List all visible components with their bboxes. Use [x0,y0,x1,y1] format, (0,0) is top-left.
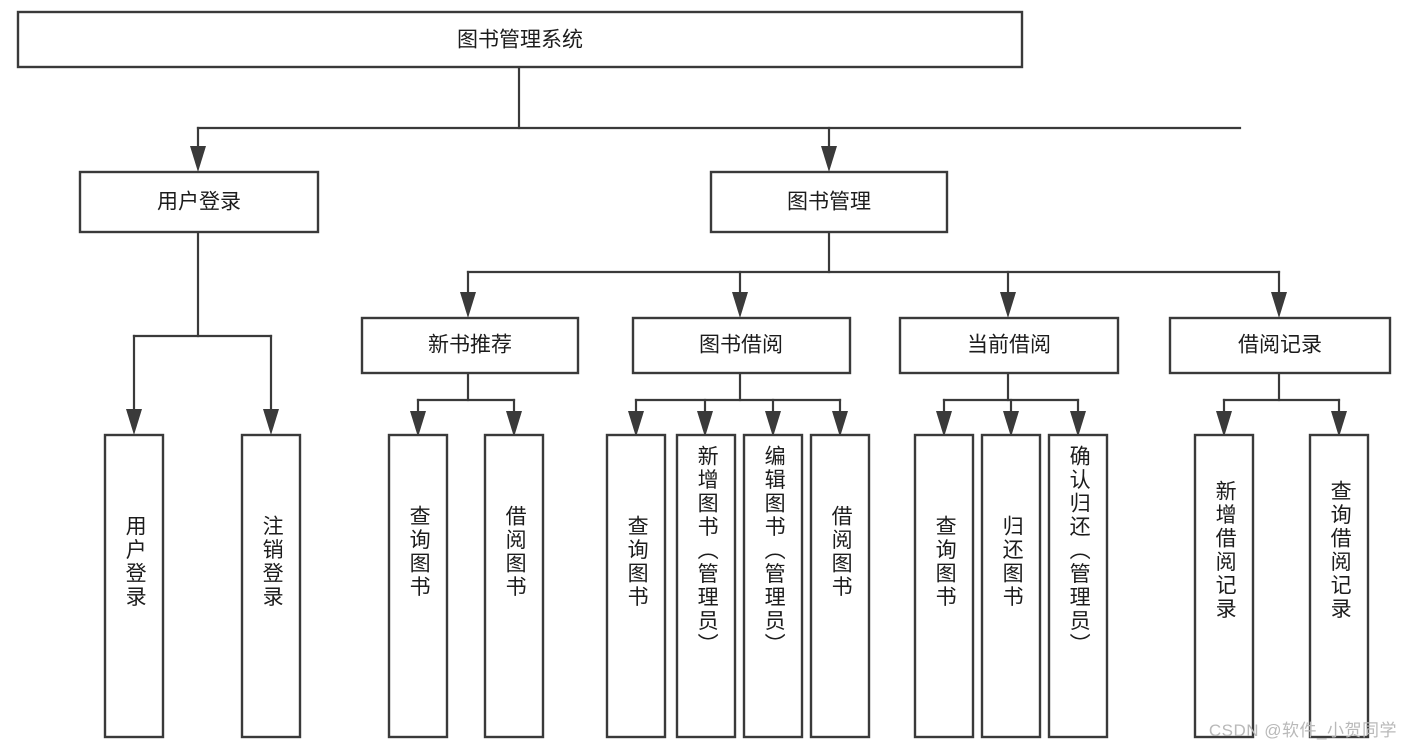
node-leaf-return-book[interactable] [980,433,1042,739]
edge-root-to-user-login [190,126,206,172]
node-root[interactable]: 图书管理系统 [16,10,1024,69]
edge-current-borrow-stem [936,370,1086,437]
node-book-borrow[interactable]: 图书借阅 [631,316,852,375]
node-borrow-record-label: 借阅记录 [1238,334,1322,357]
node-book-management-label: 图书管理 [787,191,871,214]
node-leaf-user-login[interactable] [103,433,165,739]
node-leaf-query-book-1[interactable] [387,433,449,739]
node-leaf-add-book[interactable] [675,433,737,739]
edge-root-to-book-management [821,126,837,172]
node-leaf-query-book-3[interactable] [913,433,975,739]
node-leaf-add-record[interactable] [1193,433,1255,739]
node-leaf-query-record[interactable] [1308,433,1370,739]
node-leaf-borrow-book-2[interactable] [809,433,871,739]
node-root-label: 图书管理系统 [457,29,583,52]
node-current-borrow[interactable]: 当前借阅 [898,316,1120,375]
edge-new-book-recommend-stem [410,370,522,437]
edge-book-borrow-stem [628,370,848,437]
csdn-watermark: CSDN @软件_小贺同学 [1208,721,1397,740]
edge-user-login-stem [126,230,279,435]
node-leaf-query-book-2[interactable] [605,433,667,739]
node-user-login-label: 用户登录 [157,191,241,214]
node-new-book-recommend[interactable]: 新书推荐 [360,316,580,375]
node-borrow-record[interactable]: 借阅记录 [1168,316,1392,375]
node-user-login[interactable]: 用户登录 [78,170,320,234]
node-new-book-recommend-label: 新书推荐 [428,334,512,357]
node-book-borrow-label: 图书借阅 [699,334,783,357]
node-leaf-edit-book[interactable] [742,433,804,739]
edge-borrow-record-stem [1216,370,1347,437]
edge-book-management-stem [460,230,1287,318]
node-current-borrow-label: 当前借阅 [967,334,1051,357]
node-leaf-borrow-book-1[interactable] [483,433,545,739]
node-book-management[interactable]: 图书管理 [709,170,949,234]
node-leaf-logout-login[interactable] [240,433,302,739]
node-leaf-confirm-return[interactable] [1047,433,1109,739]
